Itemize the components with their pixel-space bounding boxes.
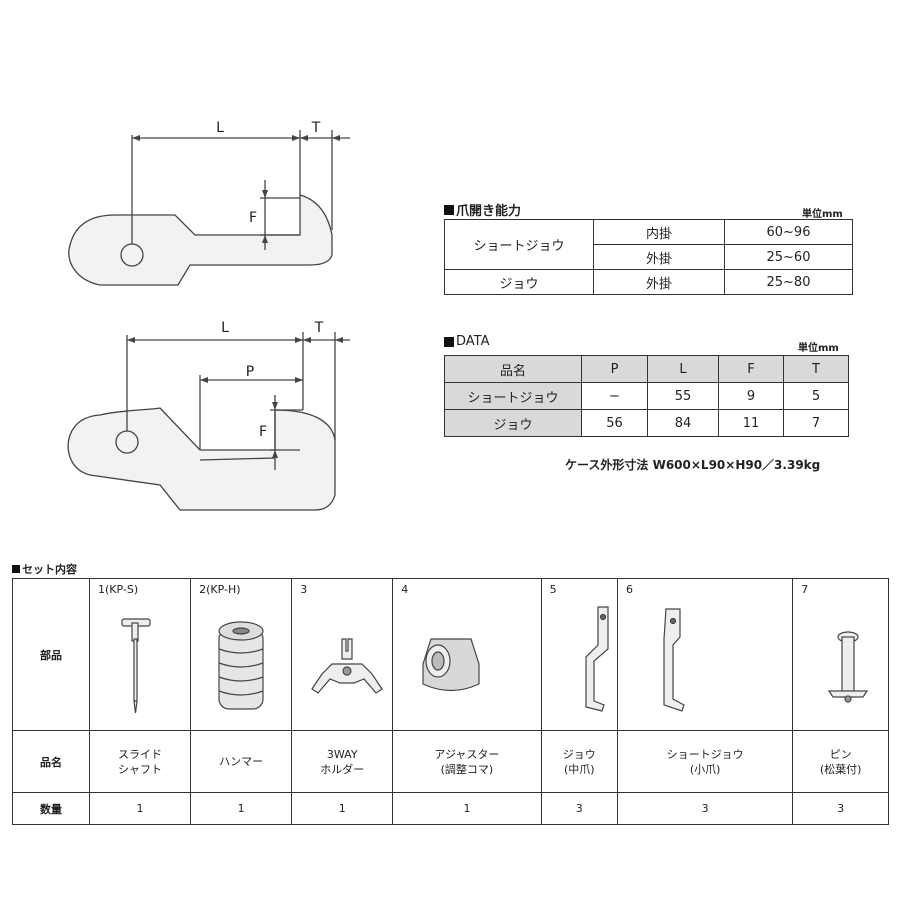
- dim-F-bottom: F: [259, 424, 267, 440]
- dim-L-bottom: L: [221, 320, 229, 336]
- part-qty-cell: 1: [392, 792, 542, 825]
- set-title: セット内容: [12, 561, 77, 577]
- part-cell: 2(KP-H): [190, 578, 293, 731]
- dim-T-top: T: [311, 120, 321, 136]
- data-header: F: [718, 355, 784, 383]
- part-qty-cell: 3: [792, 792, 889, 825]
- short-jaw-icon: [663, 608, 685, 712]
- row-label-parts: 部品: [12, 578, 90, 731]
- part-name-cell: ハンマー: [190, 730, 293, 793]
- part-number: 2(KP-H): [199, 583, 241, 596]
- adjuster-icon: [422, 638, 480, 692]
- part-qty-cell: 1: [88, 792, 192, 825]
- capacity-type-cell: 外掛: [593, 244, 725, 270]
- data-cell: 9: [718, 382, 784, 410]
- dim-P-bottom: P: [246, 364, 254, 380]
- part-name-cell: ショートジョウ(小爪): [616, 730, 794, 793]
- hammer-icon: [218, 621, 264, 710]
- part-cell: 5: [540, 578, 618, 731]
- set-table: 部品 1(KP-S) 2(KP-H): [12, 578, 889, 825]
- data-cell: ジョウ: [444, 409, 582, 437]
- part-name-cell: ピン(松葉付): [792, 730, 889, 793]
- case-size-text: ケース外形寸法 W600×L90×H90／3.39kg: [565, 458, 821, 472]
- part-cell: 4: [392, 578, 542, 731]
- dim-L-top: L: [216, 120, 224, 136]
- capacity-range-cell: 25~80: [724, 269, 853, 295]
- part-cell: 3: [291, 578, 394, 731]
- data-header: P: [581, 355, 648, 383]
- part-qty-cell: 3: [540, 792, 618, 825]
- capacity-range-cell: 60~96: [724, 219, 853, 245]
- dim-F-top: F: [249, 210, 257, 226]
- slide-shaft-icon: [121, 618, 151, 714]
- short-jaw-diagram: L T F: [68, 120, 350, 286]
- jaw-icon: [584, 606, 609, 712]
- capacity-type-cell: 内掛: [593, 219, 725, 245]
- part-name-cell: アジャスター(調整コマ): [392, 730, 542, 793]
- part-name-cell: ジョウ(中爪): [540, 730, 618, 793]
- dim-T-bottom: T: [314, 320, 324, 336]
- capacity-range-cell: 25~60: [724, 244, 853, 270]
- data-cell: −: [581, 382, 648, 410]
- square-bullet-icon: [12, 565, 20, 573]
- part-number: 6: [625, 583, 633, 596]
- data-title: DATA: [444, 334, 490, 349]
- data-cell: 5: [783, 382, 849, 410]
- capacity-type-cell: 外掛: [593, 269, 725, 295]
- 3way-holder-icon: [311, 638, 384, 694]
- part-name-cell: スライドシャフト: [88, 730, 192, 793]
- jaw-diagram: L T P F: [67, 320, 350, 511]
- part-qty-cell: 1: [291, 792, 394, 825]
- data-cell: ショートジョウ: [444, 382, 582, 410]
- part-cell: 7: [792, 578, 889, 731]
- part-cell: 1(KP-S): [88, 578, 192, 731]
- part-qty-cell: 1: [190, 792, 293, 825]
- capacity-title: 爪開き能力: [444, 200, 521, 219]
- capacity-unit: 単位mm: [802, 209, 843, 220]
- data-cell: 11: [718, 409, 784, 437]
- data-header: L: [647, 355, 719, 383]
- data-cell: 7: [783, 409, 849, 437]
- row-label-name: 品名: [12, 730, 90, 793]
- square-bullet-icon: [444, 336, 454, 347]
- row-label-qty: 数量: [12, 792, 90, 825]
- data-cell: 55: [647, 382, 719, 410]
- pin-icon: [828, 631, 869, 703]
- capacity-table: ショートジョウ 内掛 60~96 外掛 25~60 ジョウ 外掛 25~80: [444, 219, 853, 295]
- capacity-name-cell: ジョウ: [444, 269, 594, 295]
- part-number: 7: [801, 583, 809, 596]
- part-cell: 6: [616, 578, 794, 731]
- part-number: 5: [549, 583, 557, 596]
- data-header: T: [783, 355, 849, 383]
- part-number: 4: [401, 583, 409, 596]
- data-table: 品名 P L F T ショートジョウ − 55 9 5 ジョウ 56 84 11…: [444, 355, 849, 437]
- data-cell: 84: [647, 409, 719, 437]
- part-number: 3: [300, 583, 308, 596]
- data-header: 品名: [444, 355, 582, 383]
- data-unit: 単位mm: [798, 343, 839, 354]
- square-bullet-icon: [444, 204, 454, 215]
- part-number: 1(KP-S): [98, 583, 139, 596]
- part-qty-cell: 3: [616, 792, 794, 825]
- capacity-name-cell: ショートジョウ: [444, 219, 594, 270]
- data-cell: 56: [581, 409, 648, 437]
